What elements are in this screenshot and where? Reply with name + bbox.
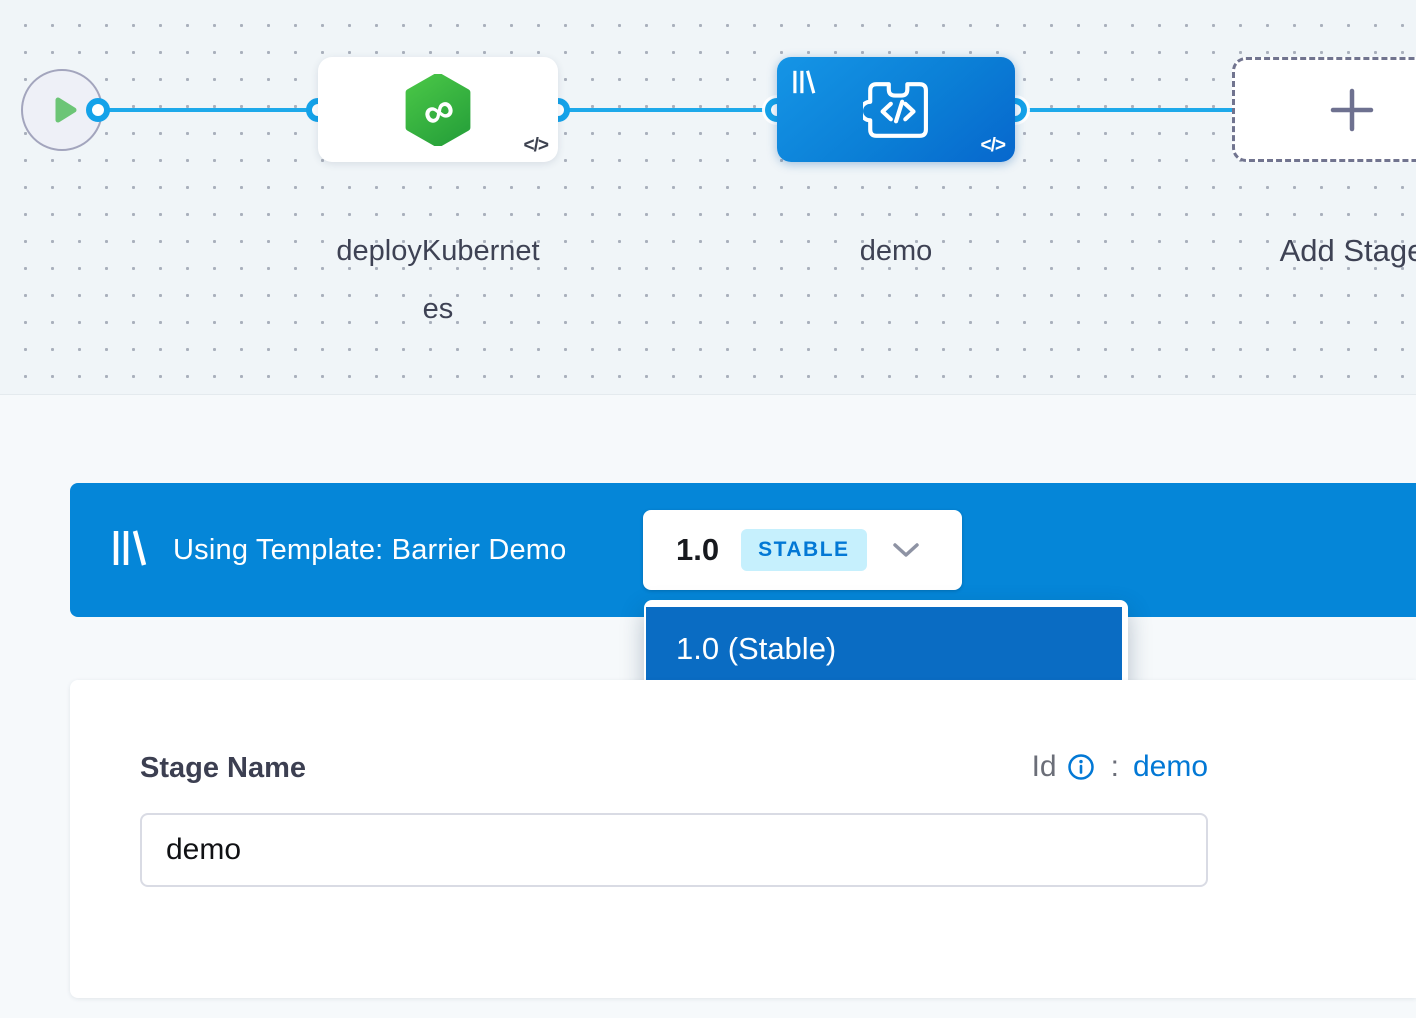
- stage-id-row: Id : demo: [1032, 750, 1208, 784]
- template-banner: Using Template: Barrier Demo 1.0 STABLE: [70, 483, 1416, 617]
- stage-name-input[interactable]: [140, 813, 1208, 887]
- yaml-code-icon: </>: [980, 135, 1007, 156]
- edge-demo-to-add: [1015, 108, 1232, 112]
- chevron-down-icon: [892, 542, 919, 558]
- stage-label-demo: demo: [859, 235, 933, 267]
- id-separator: :: [1110, 750, 1119, 783]
- stable-badge: STABLE: [741, 529, 867, 571]
- add-stage-node[interactable]: [1232, 57, 1416, 162]
- yaml-code-icon: </>: [523, 135, 550, 156]
- edge-start-to-deploy: [98, 108, 318, 112]
- plus-icon: [1330, 88, 1374, 131]
- template-banner-title: Using Template: Barrier Demo: [173, 533, 567, 566]
- stage-id-value: demo: [1132, 750, 1208, 783]
- version-option-stable[interactable]: 1.0 (Stable): [646, 607, 1122, 690]
- stage-node-demo[interactable]: </>: [777, 57, 1015, 162]
- stage-name-label: Stage Name: [140, 752, 307, 784]
- template-library-icon: [790, 68, 818, 101]
- play-icon: [55, 97, 76, 123]
- port-start-out[interactable]: [86, 98, 110, 122]
- stage-overview-panel: Stage Name Id : demo: [70, 680, 1416, 998]
- harness-deploy-icon: ∞: [405, 73, 471, 146]
- stage-label-add-stage: Add Stage: [1279, 233, 1416, 268]
- library-icon: [112, 528, 148, 573]
- stage-node-deploykubernetes[interactable]: ∞ </>: [318, 57, 558, 162]
- custom-stage-icon: [863, 81, 928, 138]
- stage-label-deploykubernetes: deployKubernet es: [336, 235, 540, 325]
- id-label: Id: [1031, 750, 1057, 783]
- pipeline-canvas: ∞ </> </> deployKubernet es dem: [0, 0, 1416, 395]
- edge-deploy-to-demo: [558, 108, 777, 112]
- info-icon[interactable]: [1067, 753, 1095, 781]
- version-number: 1.0: [676, 532, 720, 567]
- template-version-selector[interactable]: 1.0 STABLE: [643, 510, 962, 590]
